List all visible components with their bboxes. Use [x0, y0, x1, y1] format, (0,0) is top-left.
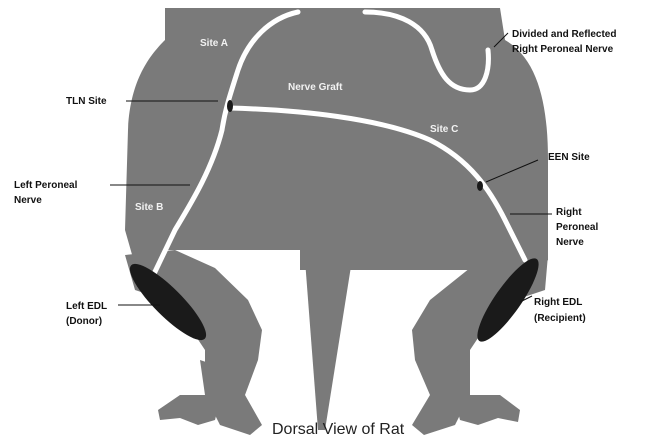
- site-b-label: Site B: [135, 202, 163, 213]
- nerve-graft-label: Nerve Graft: [288, 82, 343, 93]
- divided-label-2: Right Peroneal Nerve: [512, 44, 614, 55]
- left-edl-label-1: Left EDL: [66, 301, 107, 312]
- left-edl-label-2: (Donor): [66, 316, 102, 327]
- diagram-caption: Dorsal View of Rat: [272, 421, 405, 438]
- right-peroneal-label-1: Right: [556, 207, 582, 218]
- tln-site-label: TLN Site: [66, 96, 107, 107]
- right-peroneal-label-3: Nerve: [556, 237, 584, 248]
- right-edl-label-1: Right EDL: [534, 297, 582, 308]
- een-site-label: EEN Site: [548, 152, 590, 163]
- tail: [300, 160, 352, 430]
- tln-marker: [227, 100, 233, 112]
- site-a-label: Site A: [200, 38, 228, 49]
- site-c-label: Site C: [430, 124, 458, 135]
- left-peroneal-label-2: Nerve: [14, 195, 42, 206]
- left-peroneal-label-1: Left Peroneal: [14, 180, 78, 191]
- divided-label-1: Divided and Reflected: [512, 29, 616, 40]
- right-foot: [455, 360, 520, 425]
- right-edl-label-2: (Recipient): [534, 313, 586, 324]
- left-foot: [158, 360, 220, 425]
- right-peroneal-label-2: Peroneal: [556, 222, 598, 233]
- een-marker: [477, 181, 483, 191]
